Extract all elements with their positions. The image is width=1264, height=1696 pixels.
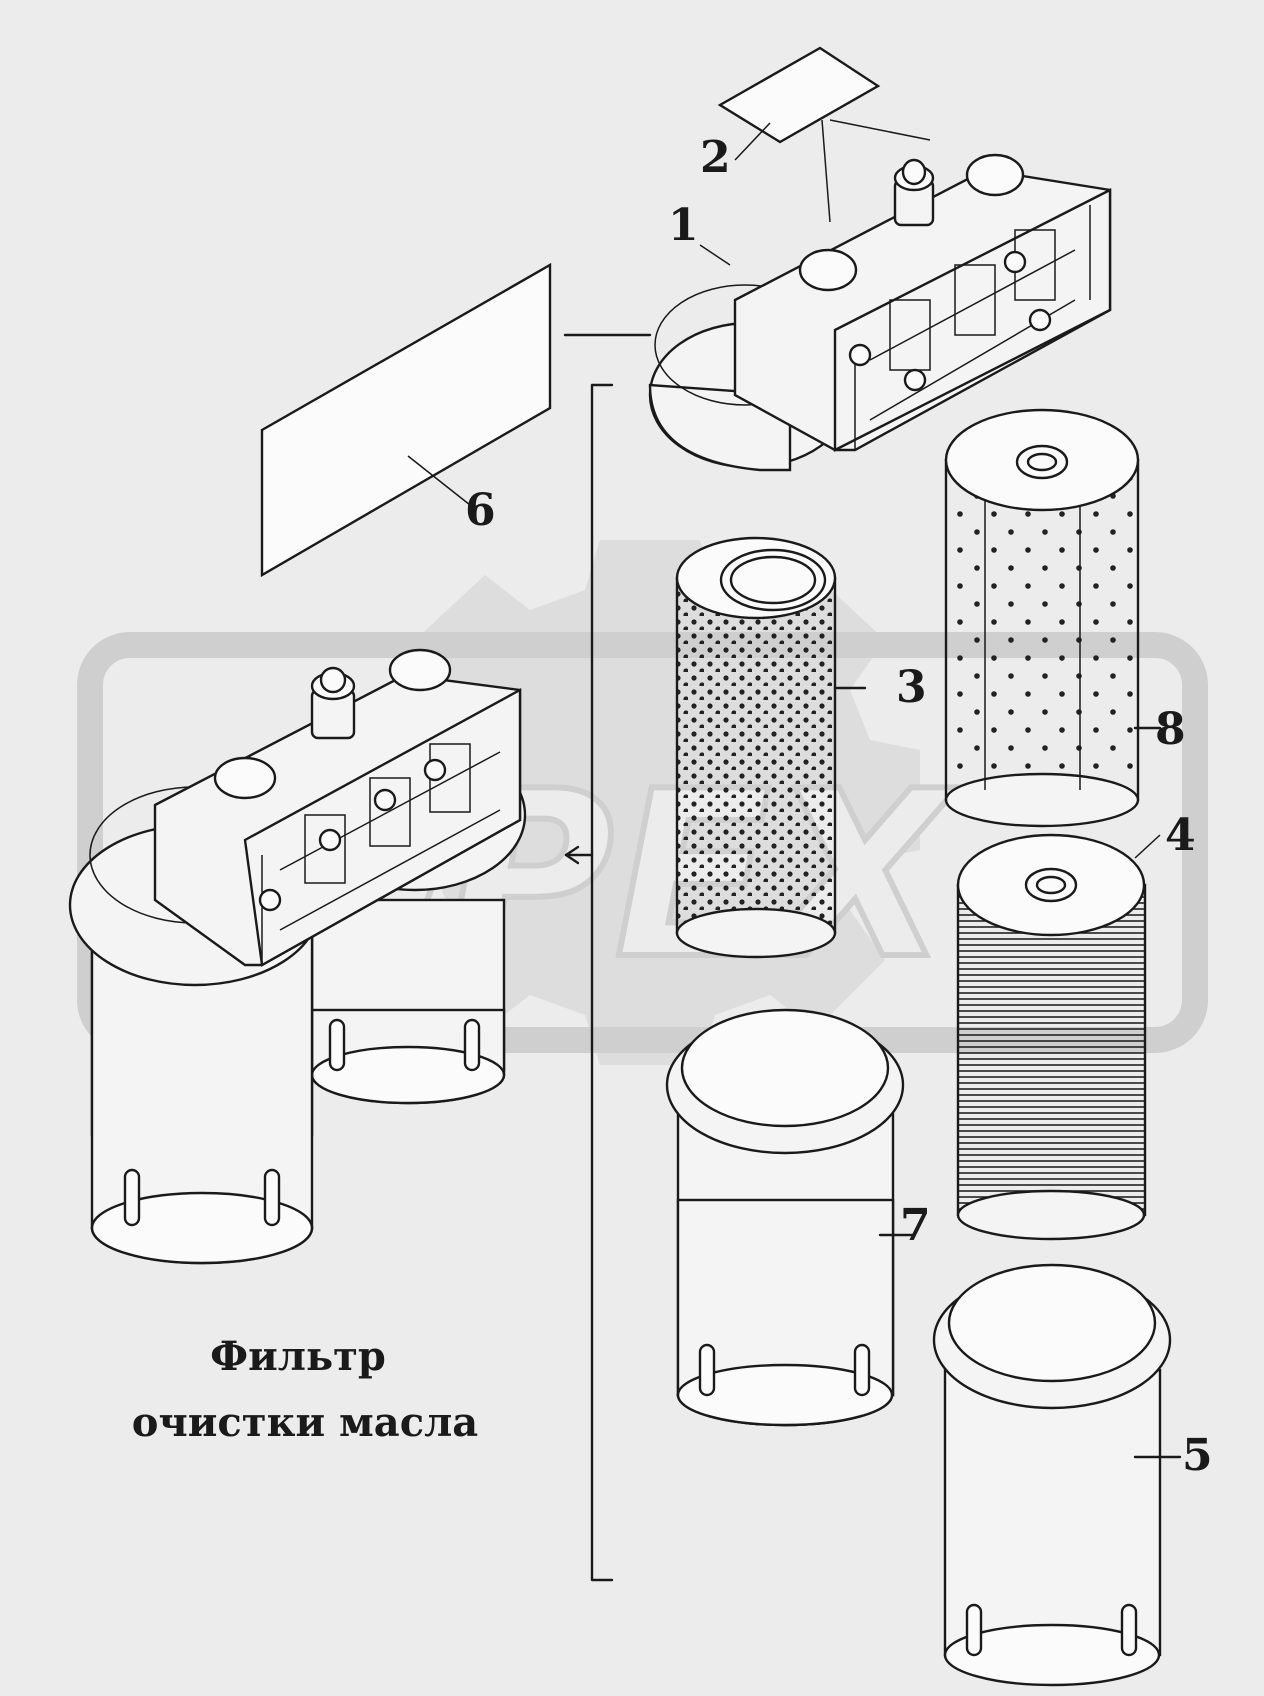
part-8-filter-element xyxy=(944,408,1162,828)
callout-labels: 1 2 3 4 5 6 7 8 xyxy=(465,132,1213,1481)
part-3-filter-element xyxy=(675,536,867,959)
assembled-oil-filter xyxy=(68,648,527,1265)
part-1-filter-housing xyxy=(648,153,1112,472)
part-4-filter-element xyxy=(956,833,1161,1241)
callout-8: 8 xyxy=(1155,704,1186,755)
title-line-2: очистки масла xyxy=(132,1399,478,1446)
assembly-bracket xyxy=(564,383,614,1582)
callout-7: 7 xyxy=(900,1200,931,1251)
callout-6: 6 xyxy=(465,485,496,536)
callout-1: 1 xyxy=(668,200,699,251)
diagram-title: Фильтр очистки масла xyxy=(132,1333,478,1446)
part-7-canister xyxy=(665,1008,914,1427)
callout-2: 2 xyxy=(700,132,731,183)
part-2-gasket xyxy=(717,46,931,223)
callout-5: 5 xyxy=(1182,1430,1213,1481)
part-6-sheet xyxy=(260,262,652,578)
callout-4: 4 xyxy=(1165,810,1196,861)
title-line-1: Фильтр xyxy=(210,1333,386,1380)
callout-3: 3 xyxy=(896,662,927,713)
part-5-canister xyxy=(932,1263,1182,1687)
